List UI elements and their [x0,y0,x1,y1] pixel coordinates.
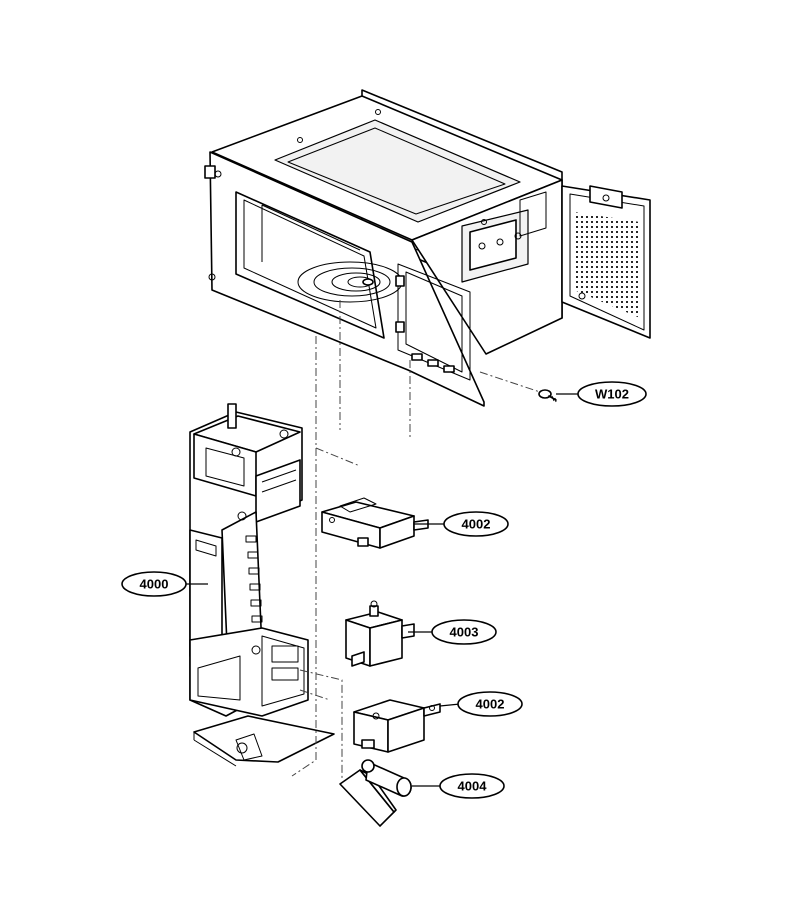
callout-label: 4000 [140,577,169,592]
callout-4003: 4003 [431,619,497,645]
callout-4002-upper: 4002 [443,511,509,537]
leader-lines [186,393,578,787]
callout-4004: 4004 [439,773,505,799]
callout-label: 4004 [458,779,488,794]
callout-label: 4003 [450,625,479,640]
callout-label: 4002 [462,517,491,532]
callout-label: 4002 [476,697,505,712]
side-panel-vent [561,185,651,339]
callout-4002-lower: 4002 [457,691,523,717]
oven-cavity-assembly [204,89,563,407]
assembly-guide-lines [291,300,541,780]
switch-4003 [345,600,415,667]
screw-w102 [538,389,557,403]
switch-4002-lower [353,699,441,753]
callout-4000: 4000 [121,571,187,597]
callout-w102: W102 [577,381,647,407]
latch-board-4000 [189,403,335,767]
callout-label: W102 [595,387,629,402]
lever-4004 [339,759,412,827]
switch-4002-upper [321,497,429,549]
